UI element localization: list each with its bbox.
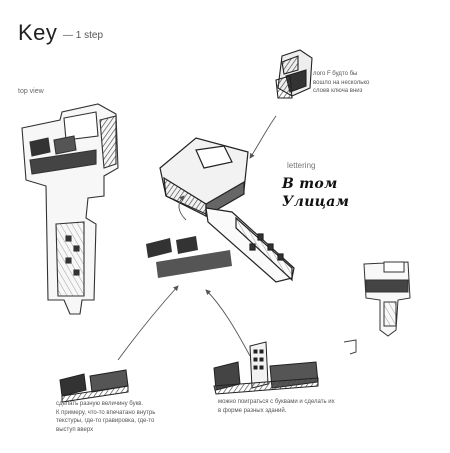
annotation-arrows — [117, 115, 277, 361]
top-view-label: top view — [18, 88, 44, 95]
tiny-bracket-sketch — [343, 339, 357, 355]
top-view-key-sketch — [21, 103, 119, 315]
floating-letters-sketch — [146, 236, 232, 278]
lettering-line-2: Улицам — [282, 194, 350, 210]
main-key-sketch — [159, 137, 295, 283]
page-subtitle: — 1 step — [63, 30, 104, 41]
logo-detail-sketch — [275, 49, 313, 99]
lettering-sample: В том Улицам — [282, 175, 349, 211]
letter-sizes-note: сделать разную величину букв. К примеру,… — [56, 401, 156, 433]
small-key-sketch — [363, 261, 411, 337]
building-letters-sketch — [213, 341, 319, 395]
page-title: Key — [18, 20, 58, 45]
lettering-line-1: В том — [282, 176, 338, 192]
buildings-note: можно поиграться с буквами и сделать их … — [218, 399, 335, 414]
logo-note: лого F будто бы вошло на несколько слоев… — [313, 71, 370, 94]
lettering-label: lettering — [287, 161, 316, 170]
letters-variation-sketch — [59, 369, 129, 403]
